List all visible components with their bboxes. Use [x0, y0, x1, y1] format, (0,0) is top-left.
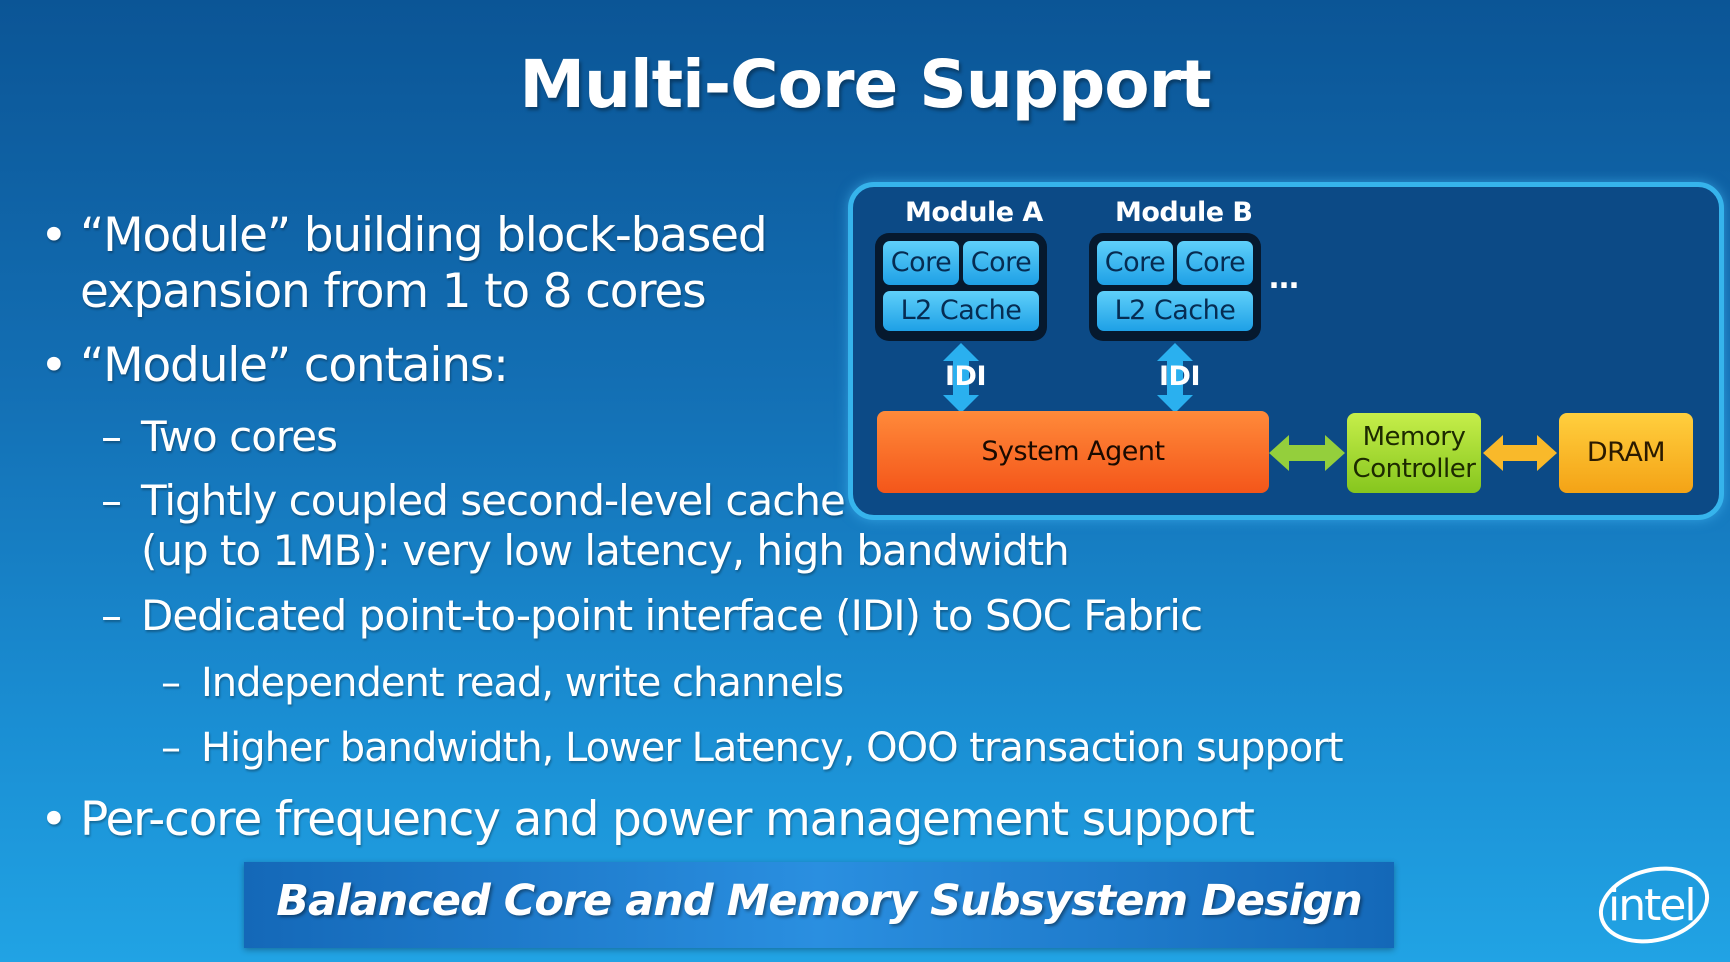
diagram-arrows [943, 343, 1557, 471]
bullet-1-line-1: “Module” building block-based [80, 208, 768, 263]
idi-label-a: IDI [945, 361, 987, 392]
sub-sub-bullet-bandwidth: – Higher bandwidth, Lower Latency, OOO t… [161, 724, 1344, 772]
module-b-label: Module B [1115, 197, 1253, 228]
dash: – [161, 725, 181, 771]
banner-text: Balanced Core and Memory Subsystem Desig… [276, 876, 1363, 926]
sub-bullet-idi: – Dedicated point-to-point interface (ID… [101, 591, 1203, 641]
module-b: Core Core L2 Cache [1089, 233, 1261, 341]
sub-bullet-cache-line-2: (up to 1MB): very low latency, high band… [141, 526, 1070, 575]
l2-cache-block: L2 Cache [1097, 291, 1253, 331]
sub-bullet-idi-text: Dedicated point-to-point interface (IDI)… [141, 591, 1203, 640]
core-block: Core [963, 241, 1039, 285]
sub-sub-bullet-bandwidth-text: Higher bandwidth, Lower Latency, OOO tra… [201, 725, 1344, 771]
memory-controller-line-1: Memory [1362, 422, 1466, 452]
bullet-2: • “Module” contains: [40, 338, 509, 394]
core-block: Core [1097, 241, 1173, 285]
core-block: Core [1177, 241, 1253, 285]
system-agent-block: System Agent [877, 411, 1269, 493]
more-modules-ellipsis: … [1269, 261, 1299, 296]
dash: – [101, 476, 122, 525]
core-block: Core [883, 241, 959, 285]
multicore-diagram: Module A Module B Core Core L2 Cache Cor… [848, 182, 1724, 520]
bullet-dot: • [40, 792, 68, 847]
memory-controller-line-2: Controller [1352, 454, 1476, 484]
sub-sub-bullet-channels-text: Independent read, write channels [201, 660, 844, 706]
bullet-2-text: “Module” contains: [80, 338, 509, 393]
dash: – [161, 660, 181, 706]
slide-title: Multi-Core Support [519, 46, 1211, 123]
bullet-3-text: Per-core frequency and power management … [80, 792, 1255, 847]
mc-dram-arrow [1483, 435, 1557, 471]
idi-arrow-a [943, 343, 979, 413]
module-a: Core Core L2 Cache [875, 233, 1047, 341]
idi-label-b: IDI [1159, 361, 1201, 392]
bullet-dot: • [40, 338, 68, 393]
dram-block: DRAM [1559, 413, 1693, 493]
sa-mc-arrow [1269, 435, 1345, 471]
sub-bullet-cache: – Tightly coupled second-level cache (up… [101, 476, 1070, 576]
l2-cache-block: L2 Cache [883, 291, 1039, 331]
bottom-banner: Balanced Core and Memory Subsystem Desig… [244, 862, 1394, 948]
sub-bullet-two-cores: – Two cores [101, 412, 338, 462]
idi-arrow-b [1157, 343, 1193, 413]
module-a-label: Module A [905, 197, 1043, 228]
bullet-dot: • [40, 208, 68, 263]
intel-logo-text: intel [1608, 880, 1697, 931]
sub-sub-bullet-channels: – Independent read, write channels [161, 659, 844, 707]
memory-controller-block: Memory Controller [1347, 413, 1481, 493]
bullet-1-line-2: expansion from 1 to 8 cores [80, 264, 707, 319]
sub-bullet-two-cores-text: Two cores [141, 412, 338, 461]
dash: – [101, 412, 122, 461]
bullet-1: • “Module” building block-based expansio… [40, 208, 768, 320]
sub-bullet-cache-line-1: Tightly coupled second-level cache [141, 476, 846, 525]
bullet-3: • Per-core frequency and power managemen… [40, 792, 1255, 848]
dash: – [101, 591, 122, 640]
